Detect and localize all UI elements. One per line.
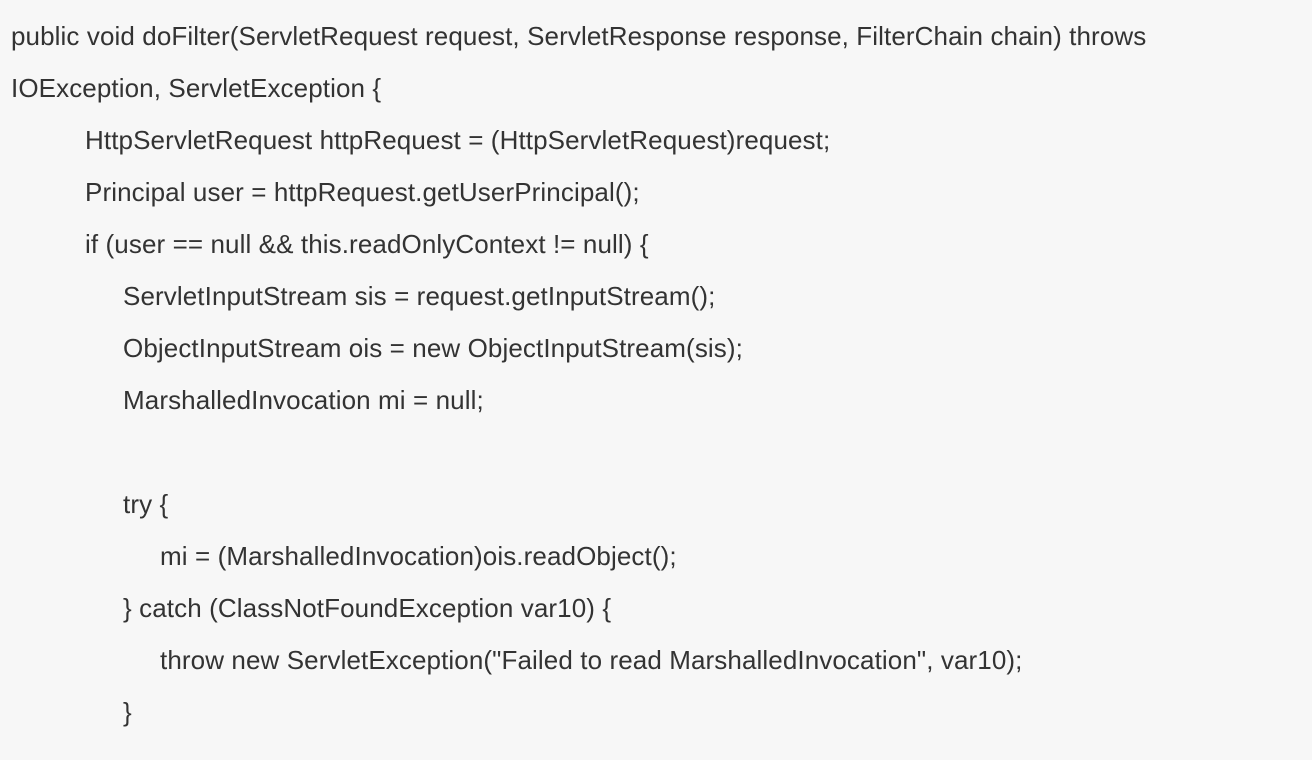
code-line-5: if (user == null && this.readOnlyContext…: [85, 229, 649, 259]
code-line-11: mi = (MarshalledInvocation)ois.readObjec…: [160, 541, 677, 571]
code-line-6: ServletInputStream sis = request.getInpu…: [123, 281, 716, 311]
code-line-14: }: [123, 697, 132, 727]
code-line-2: IOException, ServletException {: [11, 73, 382, 103]
code-line-13: throw new ServletException("Failed to re…: [160, 645, 1023, 675]
code-line-3: HttpServletRequest httpRequest = (HttpSe…: [85, 125, 831, 155]
code-line-4: Principal user = httpRequest.getUserPrin…: [85, 177, 640, 207]
code-line-1: public void doFilter(ServletRequest requ…: [11, 21, 1147, 51]
code-line-7: ObjectInputStream ois = new ObjectInputS…: [123, 333, 743, 363]
code-line-12: } catch (ClassNotFoundException var10) {: [123, 593, 612, 623]
code-line-9-blank: [11, 426, 1312, 478]
code-line-10: try {: [123, 489, 169, 519]
code-line-8: MarshalledInvocation mi = null;: [123, 385, 484, 415]
